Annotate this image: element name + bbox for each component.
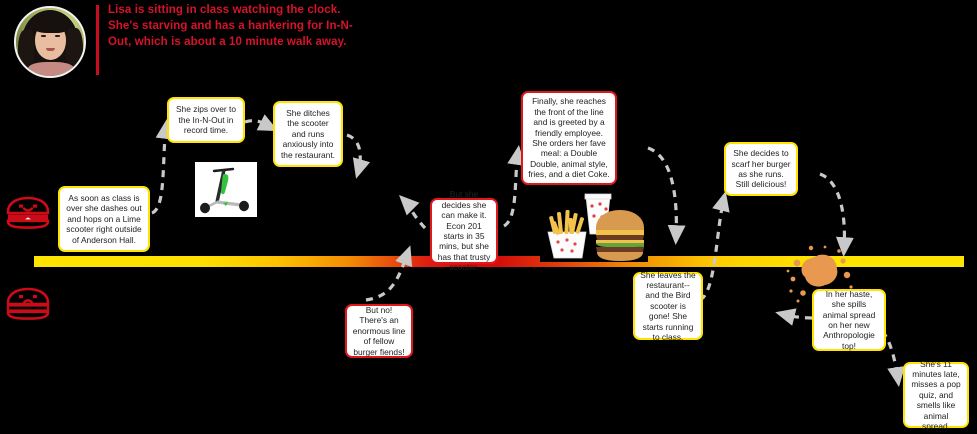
callout-text: Finally, she reaches the front of the li…	[528, 96, 610, 180]
avatar-shoulders	[28, 62, 74, 76]
header-divider	[96, 5, 99, 75]
callout-text: She leaves the restaurant--and the Bird …	[640, 269, 696, 343]
avatar-mouth	[46, 48, 55, 51]
callout-text: She zips over to the In-N-Out in record …	[175, 104, 237, 136]
intro-text: Lisa is sitting in class watching the cl…	[108, 4, 353, 49]
avatar-bangs	[32, 17, 69, 33]
callout-zips-over[interactable]: She zips over to the In-N-Out in record …	[167, 97, 245, 143]
in-n-out-meal-photo	[540, 190, 648, 262]
callout-ditches-scooter[interactable]: She ditches the scooter and runs anxious…	[273, 101, 343, 167]
burger-sad-icon	[4, 287, 52, 321]
callout-text: She's 11 minutes late, misses a pop quiz…	[911, 358, 961, 432]
lime-scooter-photo	[195, 162, 257, 217]
callout-class-dashes-out[interactable]: As soon as class is over she dashes out …	[58, 186, 150, 252]
callout-decides-she-can-make-it[interactable]: But she decides she can make it. Econ 20…	[430, 189, 498, 272]
callout-reaches-front-of-line[interactable]: Finally, she reaches the front of the li…	[521, 91, 617, 185]
callout-text: As soon as class is over she dashes out …	[66, 192, 142, 245]
callout-scooter-is-gone[interactable]: She leaves the restaurant--and the Bird …	[633, 269, 703, 343]
callout-text: She decides to scarf her burger as she r…	[731, 148, 791, 190]
callout-eleven-minutes-late[interactable]: She's 11 minutes late, misses a pop quiz…	[903, 359, 969, 431]
avatar-eye-right	[55, 35, 60, 37]
callout-text: But no! There's an enormous line of fell…	[352, 304, 406, 357]
callout-scarf-her-burger[interactable]: She decides to scarf her burger as she r…	[724, 142, 798, 196]
header	[14, 4, 434, 82]
spread-splat-icon	[785, 243, 855, 305]
avatar-eye-left	[41, 35, 46, 37]
callout-text: But she decides she can make it. Econ 20…	[437, 189, 491, 273]
callout-text: In her haste, she spills animal spread o…	[822, 288, 876, 351]
callout-spills-animal-spread[interactable]: In her haste, she spills animal spread o…	[812, 289, 886, 351]
callout-text: She ditches the scooter and runs anxious…	[280, 107, 335, 160]
timeline-bar	[34, 256, 964, 267]
burger-happy-icon	[4, 196, 52, 230]
callout-enormous-line[interactable]: But no! There's an enormous line of fell…	[345, 304, 413, 358]
avatar	[14, 6, 86, 78]
